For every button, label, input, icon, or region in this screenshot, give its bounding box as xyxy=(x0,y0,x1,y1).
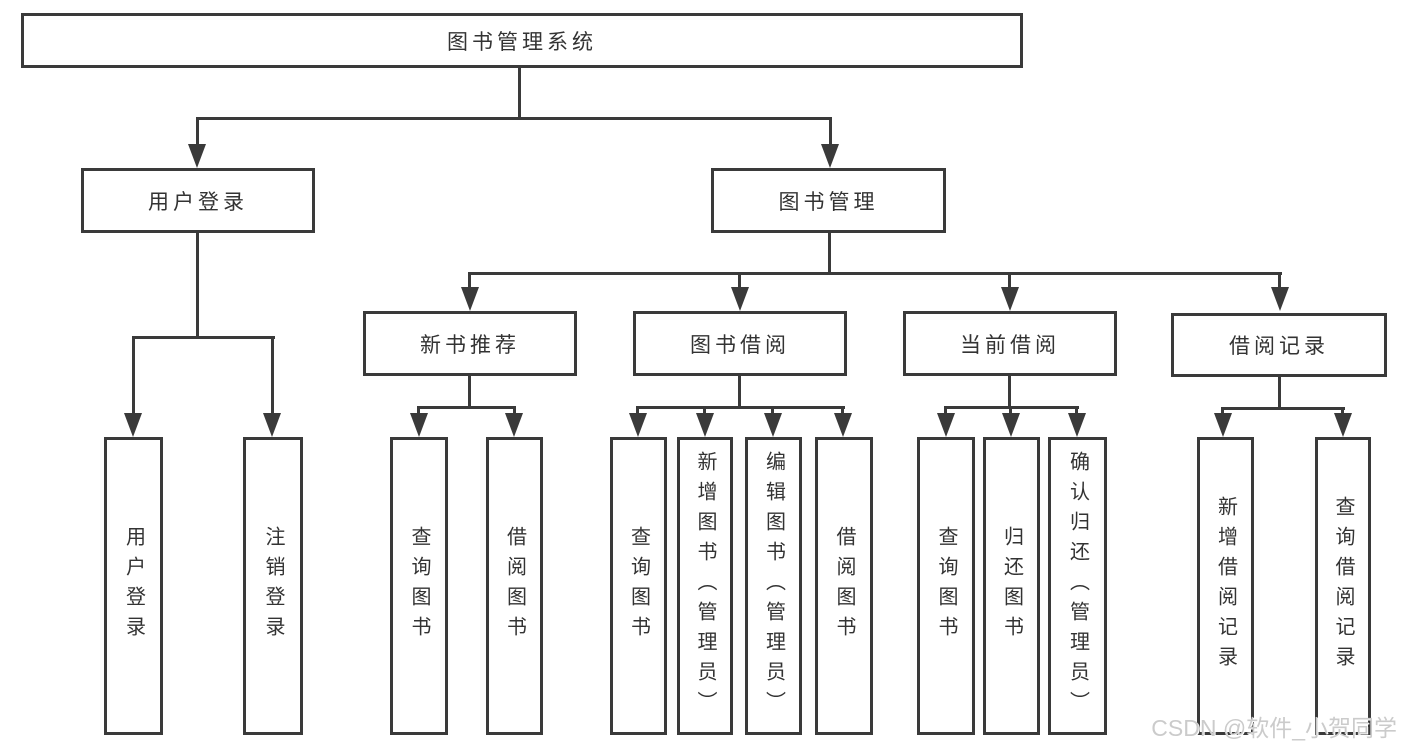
connector-line xyxy=(417,406,516,409)
connector-line xyxy=(1008,272,1011,291)
connector-line xyxy=(1341,407,1344,416)
node-leaf-edit-book-admin: 编辑图书（管理员） xyxy=(745,437,802,735)
node-leaf-borrow-books-recommend-label: 借阅图书 xyxy=(503,526,526,646)
connector-line xyxy=(1278,272,1281,291)
node-leaf-add-borrow-record-label: 新增借阅记录 xyxy=(1214,496,1237,676)
arrow-down-icon xyxy=(1001,287,1019,311)
node-root-label: 图书管理系统 xyxy=(447,30,597,54)
connector-line xyxy=(828,233,831,275)
arrow-down-icon xyxy=(1002,413,1020,437)
node-new-book-recommend-label: 新书推荐 xyxy=(420,333,520,357)
node-leaf-logout-label: 注销登录 xyxy=(262,526,284,646)
node-leaf-edit-book-admin-label: 编辑图书（管理员） xyxy=(762,451,785,721)
connector-line xyxy=(518,67,521,118)
connector-line xyxy=(468,272,471,291)
node-leaf-user-login: 用户登录 xyxy=(104,437,163,735)
arrow-down-icon xyxy=(188,144,206,168)
node-borrow-records: 借阅记录 xyxy=(1171,313,1387,377)
connector-line xyxy=(829,117,832,148)
arrow-down-icon xyxy=(629,413,647,437)
node-leaf-add-book-admin: 新增图书（管理员） xyxy=(677,437,733,735)
node-user-login: 用户登录 xyxy=(81,168,315,233)
arrow-down-icon xyxy=(1334,413,1352,437)
node-leaf-query-borrow-record-label: 查询借阅记录 xyxy=(1332,496,1354,676)
node-leaf-confirm-return-admin: 确认归还（管理员） xyxy=(1048,437,1107,735)
node-leaf-return-book: 归还图书 xyxy=(983,437,1040,735)
connector-line xyxy=(637,406,845,409)
node-leaf-borrow-books-recommend: 借阅图书 xyxy=(486,437,543,735)
connector-line xyxy=(132,336,275,339)
node-book-borrowing: 图书借阅 xyxy=(633,311,847,376)
node-leaf-query-books-recommend-label: 查询图书 xyxy=(408,526,430,646)
node-borrow-records-label: 借阅记录 xyxy=(1229,335,1329,358)
node-book-borrowing-label: 图书借阅 xyxy=(690,333,790,357)
node-current-borrowing: 当前借阅 xyxy=(903,311,1117,376)
connector-line xyxy=(1008,376,1011,408)
connector-line xyxy=(468,272,1282,275)
connector-line xyxy=(196,117,832,120)
node-leaf-user-login-label: 用户登录 xyxy=(122,526,145,646)
connector-line xyxy=(468,376,471,408)
node-current-borrowing-label: 当前借阅 xyxy=(960,333,1060,357)
arrow-down-icon xyxy=(461,287,479,311)
node-leaf-query-books-current: 查询图书 xyxy=(917,437,975,735)
node-leaf-query-borrow-record: 查询借阅记录 xyxy=(1315,437,1371,735)
connector-line xyxy=(513,406,516,416)
node-leaf-query-books-borrow: 查询图书 xyxy=(610,437,667,735)
arrow-down-icon xyxy=(1068,413,1086,437)
node-leaf-return-book-label: 归还图书 xyxy=(1000,526,1023,646)
arrow-down-icon xyxy=(937,413,955,437)
connector-line xyxy=(1278,377,1281,409)
connector-line xyxy=(417,406,420,416)
connector-line xyxy=(1009,406,1012,416)
arrow-down-icon xyxy=(1214,413,1232,437)
connector-line xyxy=(1075,406,1078,416)
node-root: 图书管理系统 xyxy=(21,13,1023,68)
arrow-down-icon xyxy=(834,413,852,437)
arrow-down-icon xyxy=(124,413,142,437)
node-leaf-borrow-books-label: 借阅图书 xyxy=(833,526,855,646)
arrow-down-icon xyxy=(410,413,428,437)
node-leaf-query-books-current-label: 查询图书 xyxy=(935,526,957,646)
node-user-login-label: 用户登录 xyxy=(148,190,248,214)
connector-line xyxy=(636,406,639,416)
node-new-book-recommend: 新书推荐 xyxy=(363,311,577,376)
connector-line xyxy=(771,406,774,416)
arrow-down-icon xyxy=(696,413,714,437)
connector-line xyxy=(1221,407,1224,416)
connector-line xyxy=(738,376,741,408)
connector-line xyxy=(271,336,274,416)
connector-line xyxy=(196,117,199,148)
arrow-down-icon xyxy=(764,413,782,437)
connector-line xyxy=(703,406,706,416)
node-leaf-borrow-books: 借阅图书 xyxy=(815,437,873,735)
connector-line xyxy=(1221,407,1345,410)
arrow-down-icon xyxy=(505,413,523,437)
node-book-management-label: 图书管理 xyxy=(778,190,879,214)
node-leaf-query-books-borrow-label: 查询图书 xyxy=(627,526,650,646)
connector-line xyxy=(196,232,199,339)
connector-line xyxy=(132,336,135,416)
arrow-down-icon xyxy=(731,287,749,311)
node-leaf-query-books-recommend: 查询图书 xyxy=(390,437,448,735)
arrow-down-icon xyxy=(1271,287,1289,311)
watermark-text: CSDN @软件_小贺同学 xyxy=(1151,715,1397,741)
connector-line xyxy=(841,406,844,416)
arrow-down-icon xyxy=(263,413,281,437)
connector-line xyxy=(738,272,741,291)
node-leaf-confirm-return-admin-label: 确认归还（管理员） xyxy=(1066,451,1089,721)
connector-line xyxy=(944,406,947,416)
node-leaf-add-book-admin-label: 新增图书（管理员） xyxy=(694,451,716,721)
arrow-down-icon xyxy=(821,144,839,168)
node-leaf-logout: 注销登录 xyxy=(243,437,303,735)
node-leaf-add-borrow-record: 新增借阅记录 xyxy=(1197,437,1254,735)
node-book-management: 图书管理 xyxy=(711,168,946,233)
